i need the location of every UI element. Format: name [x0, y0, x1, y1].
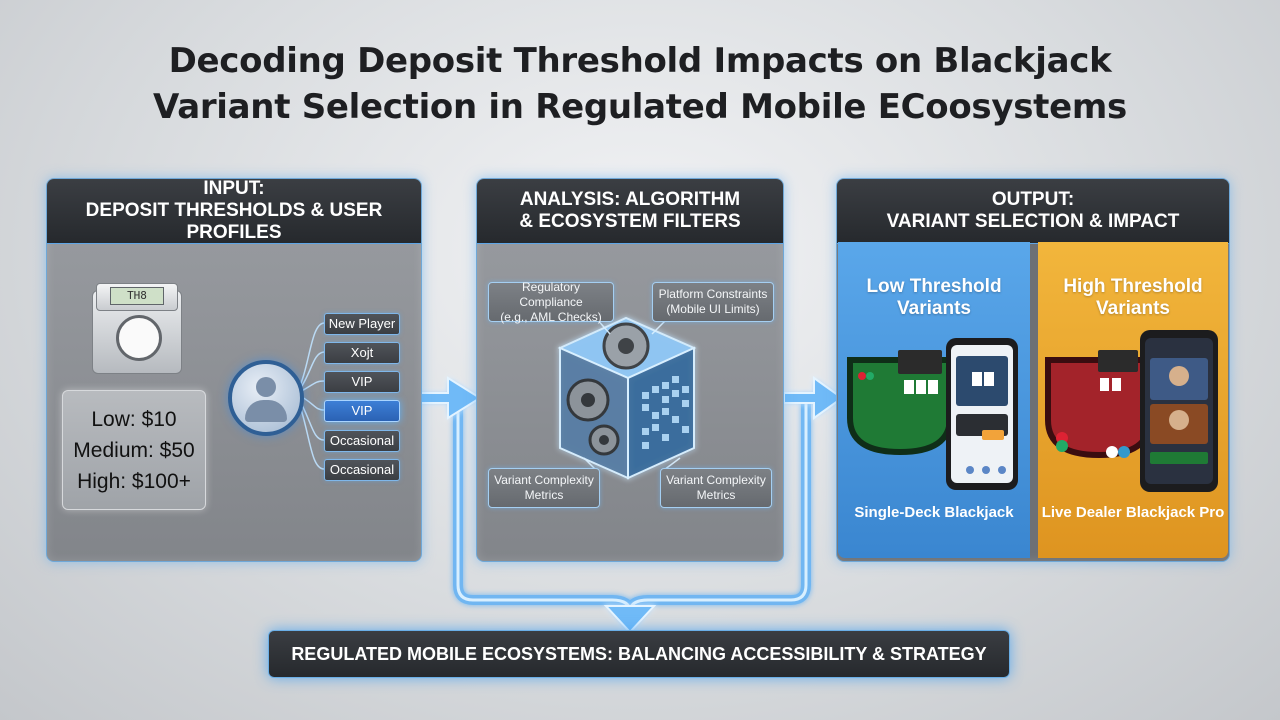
filter-label: Variant Complexity — [666, 473, 766, 487]
analysis-header-line-1: ANALYSIS: ALGORITHM — [519, 189, 741, 210]
profile-tag: New Player — [324, 313, 400, 335]
filter-sublabel: Metrics — [524, 488, 564, 502]
arrow-right-icon-2 — [783, 376, 844, 420]
profile-tag-highlighted: VIP — [324, 400, 400, 422]
filter-label: Platform Constraints — [658, 287, 768, 301]
diagram-title: Decoding Deposit Threshold Impacts on Bl… — [0, 38, 1280, 130]
low-threshold-title: Low Threshold Variants — [838, 276, 1030, 320]
filter-platform-constraints: Platform Constraints (Mobile UI Limits) — [652, 282, 774, 322]
arrow-down-icon — [603, 605, 657, 634]
low-threshold-variant-name: Single-Deck Blackjack — [854, 504, 1014, 521]
blackjack-table-icon — [847, 350, 953, 456]
input-panel-header: INPUT: DEPOSIT THRESHOLDS & USER PROFILE… — [47, 178, 421, 244]
blackjack-table-icon-premium — [1045, 350, 1153, 459]
high-title-line-1: High Threshold — [1063, 276, 1203, 297]
filter-sublabel: (e.g., AML Checks) — [500, 309, 602, 324]
filter-variant-complexity-left: Variant Complexity Metrics — [488, 468, 600, 508]
title-line-2: Variant Selection in Regulated Mobile EC… — [153, 87, 1127, 127]
scale-display: TH8 — [110, 287, 164, 305]
threshold-low: Low: $10 — [91, 407, 177, 431]
user-avatar-icon — [228, 360, 304, 436]
high-threshold-variant-name: Live Dealer Blackjack Pro — [1041, 504, 1225, 521]
smartphone-icon — [946, 338, 1018, 490]
profile-tag: Xojt — [324, 342, 400, 364]
profile-tag: VIP — [324, 371, 400, 393]
analysis-panel-header: ANALYSIS: ALGORITHM & ECOSYSTEM FILTERS — [477, 179, 783, 244]
threshold-medium: Medium: $50 — [73, 438, 195, 462]
filter-variant-complexity-right: Variant Complexity Metrics — [660, 468, 772, 508]
low-title-line-2: Variants — [897, 298, 971, 319]
filter-regulatory-compliance: Regulatory Compliance (e.g., AML Checks) — [488, 279, 614, 324]
profile-tag: Occasional — [324, 430, 400, 452]
threshold-list: Low: $10 Medium: $50 High: $100+ — [62, 390, 206, 510]
high-title-line-2: Variants — [1096, 298, 1170, 319]
profile-tag: Occasional — [324, 459, 400, 481]
analysis-header-line-2: & ECOSYSTEM FILTERS — [519, 211, 741, 232]
scale-dial — [116, 315, 162, 361]
output-panel-header: OUTPUT: VARIANT SELECTION & IMPACT — [837, 179, 1229, 244]
output-header-line-1: OUTPUT: — [991, 189, 1075, 210]
filter-label: Variant Complexity — [494, 473, 594, 487]
threshold-high: High: $100+ — [77, 469, 191, 493]
title-line-1: Decoding Deposit Threshold Impacts on Bl… — [168, 41, 1112, 81]
bottom-banner: REGULATED MOBILE ECOSYSTEMS: BALANCING A… — [268, 630, 1010, 678]
filter-sublabel: (Mobile UI Limits) — [666, 302, 760, 316]
low-title-line-1: Low Threshold — [866, 276, 1002, 297]
filter-label: Regulatory Compliance — [519, 279, 583, 309]
smartphone-icon-live-dealer — [1140, 330, 1218, 492]
output-header-line-2: VARIANT SELECTION & IMPACT — [886, 211, 1180, 232]
input-header-line-1: INPUT: — [203, 178, 265, 199]
input-header-line-2: DEPOSIT THRESHOLDS & USER PROFILES — [85, 200, 383, 243]
filter-sublabel: Metrics — [696, 488, 736, 502]
high-threshold-title: High Threshold Variants — [1038, 276, 1228, 320]
